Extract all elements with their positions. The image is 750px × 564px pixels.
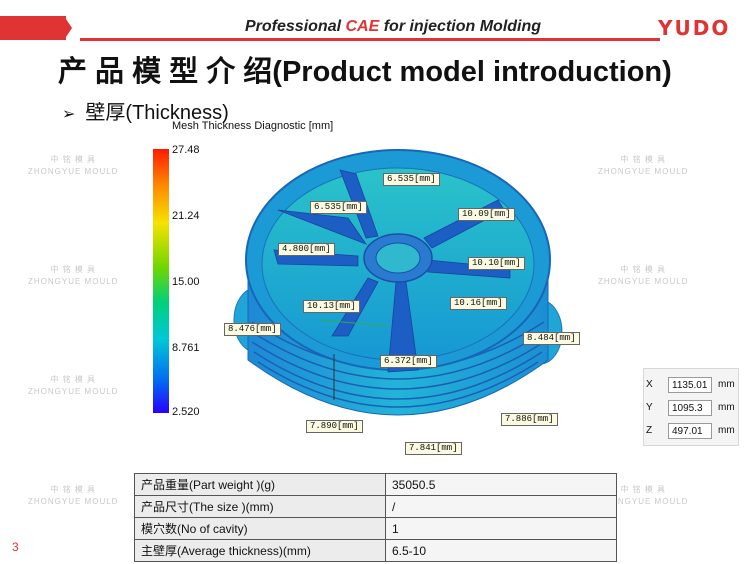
- legend-tick: 8.761: [172, 342, 200, 354]
- coord-unit: mm: [718, 425, 735, 436]
- thickness-color-scale: [153, 149, 169, 413]
- bullet-arrow-icon: ➢: [62, 106, 76, 123]
- dimension-readout: X 1135.01 mm Y 1095.3 mm Z 497.01 mm: [643, 368, 739, 446]
- legend-tick: 21.24: [172, 210, 200, 222]
- coord-unit: mm: [718, 379, 735, 390]
- coord-row-y: Y 1095.3 mm: [644, 400, 738, 416]
- subtitle-text: 壁厚(Thickness): [85, 102, 229, 124]
- thickness-callout: 6.535[mm]: [310, 201, 367, 214]
- thickness-callout: 8.484[mm]: [523, 332, 580, 345]
- thickness-callout: 10.16[mm]: [450, 297, 507, 310]
- page-number: 3: [12, 540, 19, 554]
- table-value-cell: 6.5-10: [385, 539, 617, 562]
- header-title-prefix: Professional: [245, 18, 346, 35]
- header-title: Professional CAE for injection Molding: [245, 18, 541, 36]
- thickness-callout: 7.890[mm]: [306, 420, 363, 433]
- legend-tick: 15.00: [172, 276, 200, 288]
- header-red-underline: [80, 38, 660, 41]
- coord-row-x: X 1135.01 mm: [644, 377, 738, 393]
- header-title-suffix: for injection Molding: [379, 18, 542, 35]
- coord-y-value: 1095.3: [668, 400, 712, 416]
- table-value-cell: /: [385, 495, 617, 518]
- table-label-cell: 模穴数(No of cavity): [134, 517, 386, 540]
- header-red-bar: [0, 16, 66, 40]
- table-value-cell: 35050.5: [385, 473, 617, 496]
- thickness-callout: 8.476[mm]: [224, 323, 281, 336]
- section-subtitle: ➢ 壁厚(Thickness): [62, 96, 229, 125]
- legend-tick: 2.520: [172, 406, 200, 418]
- coord-x-value: 1135.01: [668, 377, 712, 393]
- table-row: 主壁厚(Average thickness)(mm) 6.5-10: [134, 539, 617, 562]
- thickness-callout: 7.886[mm]: [501, 413, 558, 426]
- thickness-callout: 6.535[mm]: [383, 173, 440, 186]
- thickness-callout: 4.800[mm]: [278, 243, 335, 256]
- coord-unit: mm: [718, 402, 735, 413]
- header-red-chevron: [64, 16, 72, 40]
- coord-row-z: Z 497.01 mm: [644, 423, 738, 439]
- coord-axis-label: Y: [646, 402, 653, 413]
- thickness-callout: 7.841[mm]: [405, 442, 462, 455]
- table-row: 产品重量(Part weight )(g) 35050.5: [134, 473, 617, 496]
- legend-tick: 27.48: [172, 144, 200, 156]
- table-label-cell: 产品尺寸(The size )(mm): [134, 495, 386, 518]
- diagnostic-title: Mesh Thickness Diagnostic [mm]: [172, 120, 334, 132]
- thickness-callout: 6.372[mm]: [380, 355, 437, 368]
- part-thickness-model: [233, 149, 563, 416]
- brand-logo: YUDO: [658, 16, 731, 40]
- table-label-cell: 主壁厚(Average thickness)(mm): [134, 539, 386, 562]
- table-label-cell: 产品重量(Part weight )(g): [134, 473, 386, 496]
- thickness-callout: 10.10[mm]: [468, 257, 525, 270]
- product-info-table: 产品重量(Part weight )(g) 35050.5 产品尺寸(The s…: [134, 473, 617, 562]
- page-title: 产 品 模 型 介 绍(Product model introduction): [58, 56, 672, 88]
- coord-axis-label: X: [646, 379, 653, 390]
- coord-axis-label: Z: [646, 425, 653, 436]
- header-title-accent: CAE: [345, 18, 380, 35]
- table-row: 模穴数(No of cavity) 1: [134, 517, 617, 540]
- table-row: 产品尺寸(The size )(mm) /: [134, 495, 617, 518]
- thickness-callout: 10.13[mm]: [303, 300, 360, 313]
- coord-z-value: 497.01: [668, 423, 712, 439]
- table-value-cell: 1: [385, 517, 617, 540]
- thickness-callout: 10.09[mm]: [458, 208, 515, 221]
